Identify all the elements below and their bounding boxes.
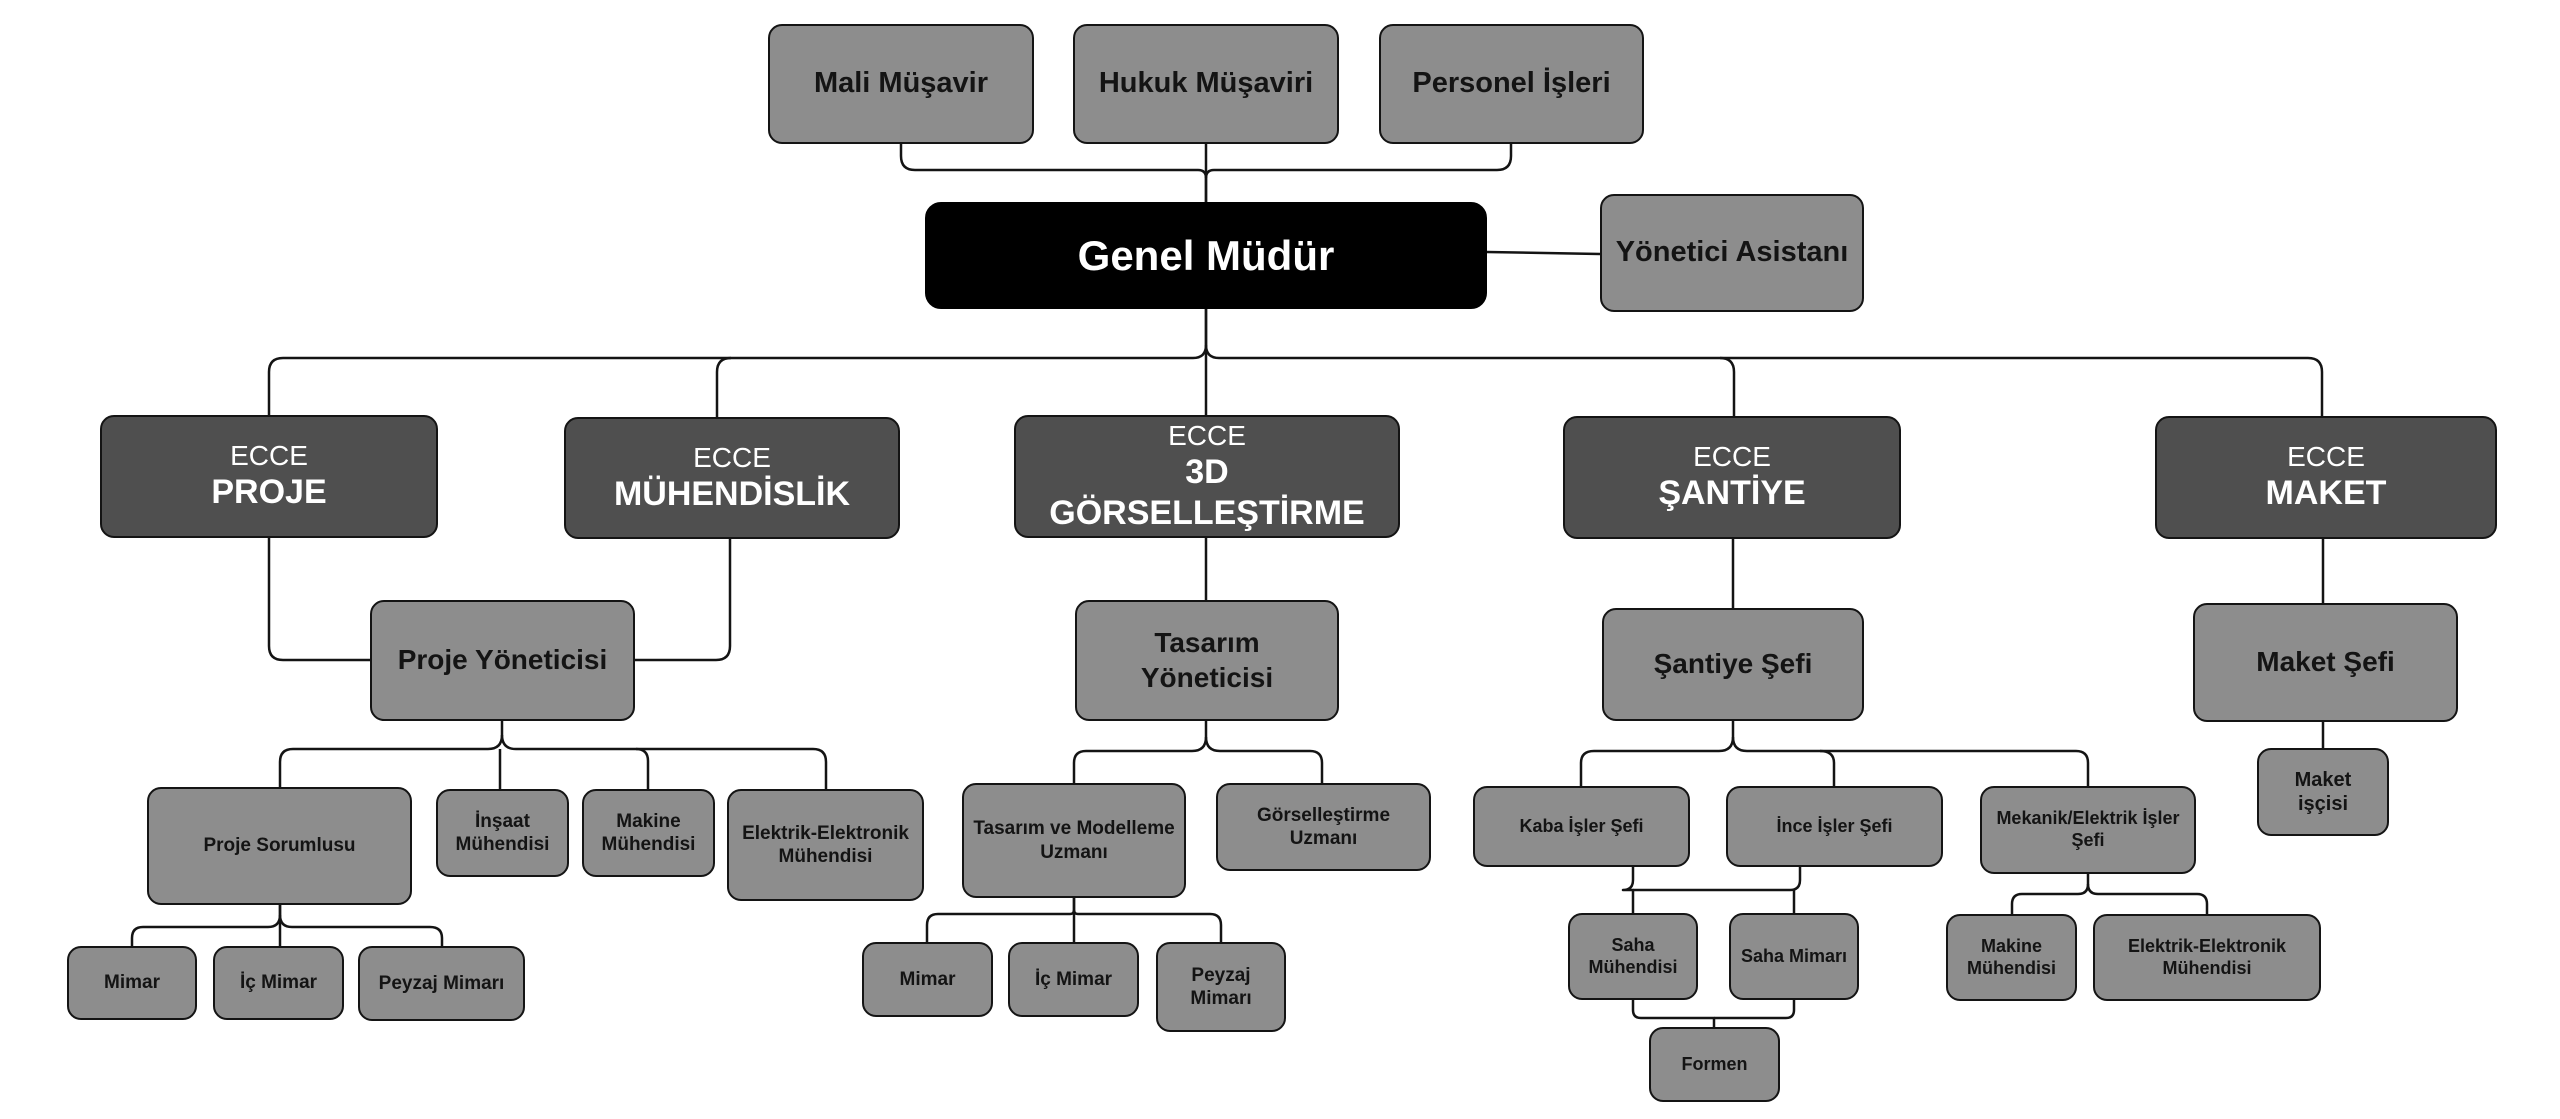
connector-line [715,356,732,417]
connector-line [1579,721,1735,786]
node-genel-mudur: Genel Müdür [925,202,1487,309]
connector-line [267,538,370,662]
node-mekanik-elektrik-isler-sefi: Mekanik/Elektrik İşler Şefi [1980,786,2196,874]
node-saha-muhendisi: Saha Mühendisi [1568,913,1698,1000]
node-peyzaj-mimari: Peyzaj Mimarı [358,946,525,1021]
node-mimar: Mimar [862,942,993,1017]
node-yonetici-asistani: Yönetici Asistanı [1600,194,1864,312]
node-makine-muhendisi: Makine Mühendisi [582,789,715,877]
node-personel-isleri: Personel İşleri [1379,24,1644,144]
connector-line [1072,721,1208,783]
node-gorsellestirme-uzmani: Görselleştirme Uzmanı [1216,783,1431,871]
node-tasarim-ve-modelleme-uzmani: Tasarım ve Modelleme Uzmanı [962,783,1186,898]
node-peyzaj-mimari: Peyzaj Mimarı [1156,942,1286,1032]
node-makine-muhendisi: Makine Mühendisi [1946,914,2077,1001]
connector-line [500,734,828,789]
node-proje-yoneticisi: Proje Yöneticisi [370,600,635,721]
connector-line [635,539,732,662]
node-proje-sorumlusu: Proje Sorumlusu [147,787,412,905]
node-hukuk-musaviri: Hukuk Müşaviri [1073,24,1339,144]
node-ince-isler-sefi: İnce İşler Şefi [1726,786,1943,867]
connector-line [1719,356,1736,416]
connector-line [1204,144,1513,179]
connector-line [1204,344,2324,416]
node-ic-mimar: İç Mimar [1008,942,1139,1017]
node-formen: Formen [1649,1027,1780,1102]
connector-line [899,144,1208,202]
connector-line [1819,749,1836,786]
node-kaba-isler-sefi: Kaba İşler Şefi [1473,786,1690,867]
connector-line [267,309,1208,415]
connector-line [1631,1000,1716,1027]
connector-line [1486,250,1601,256]
connector-line [278,914,444,946]
node-maket-iscisi: Maket işçisi [2257,748,2389,836]
node-maket-sefi: Maket Şefi [2193,603,2458,722]
node-insaat-muhendisi: İnşaat Mühendisi [436,789,569,877]
node-elektrik-elektronik-muhendisi: Elektrik-Elektronik Mühendisi [727,789,924,901]
connector-line [1714,1000,1796,1020]
connector-line [278,721,504,787]
node-santiye-sefi: Şantiye Şefi [1602,608,1864,721]
connector-line [2086,883,2209,914]
node-mali-musavir: Mali Müşavir [768,24,1034,144]
connector-line [925,898,1076,942]
connector-line [1072,909,1223,942]
node-mimar: Mimar [67,946,197,1020]
connector-line [1621,867,1635,913]
node-saha-mimari: Saha Mimarı [1729,913,1859,1000]
connector-line [635,747,650,789]
connector-line [1204,736,1324,783]
connector-line [2010,874,2090,914]
connector-line [130,905,282,946]
node-ic-mimar: İç Mimar [213,946,344,1020]
node-elektrik-elektronik-muhendisi: Elektrik-Elektronik Mühendisi [2093,914,2321,1001]
node-tasarim-yoneticisi: Tasarım Yöneticisi [1075,600,1339,721]
connector-line [1633,867,1802,892]
connector-line [1731,736,2090,786]
